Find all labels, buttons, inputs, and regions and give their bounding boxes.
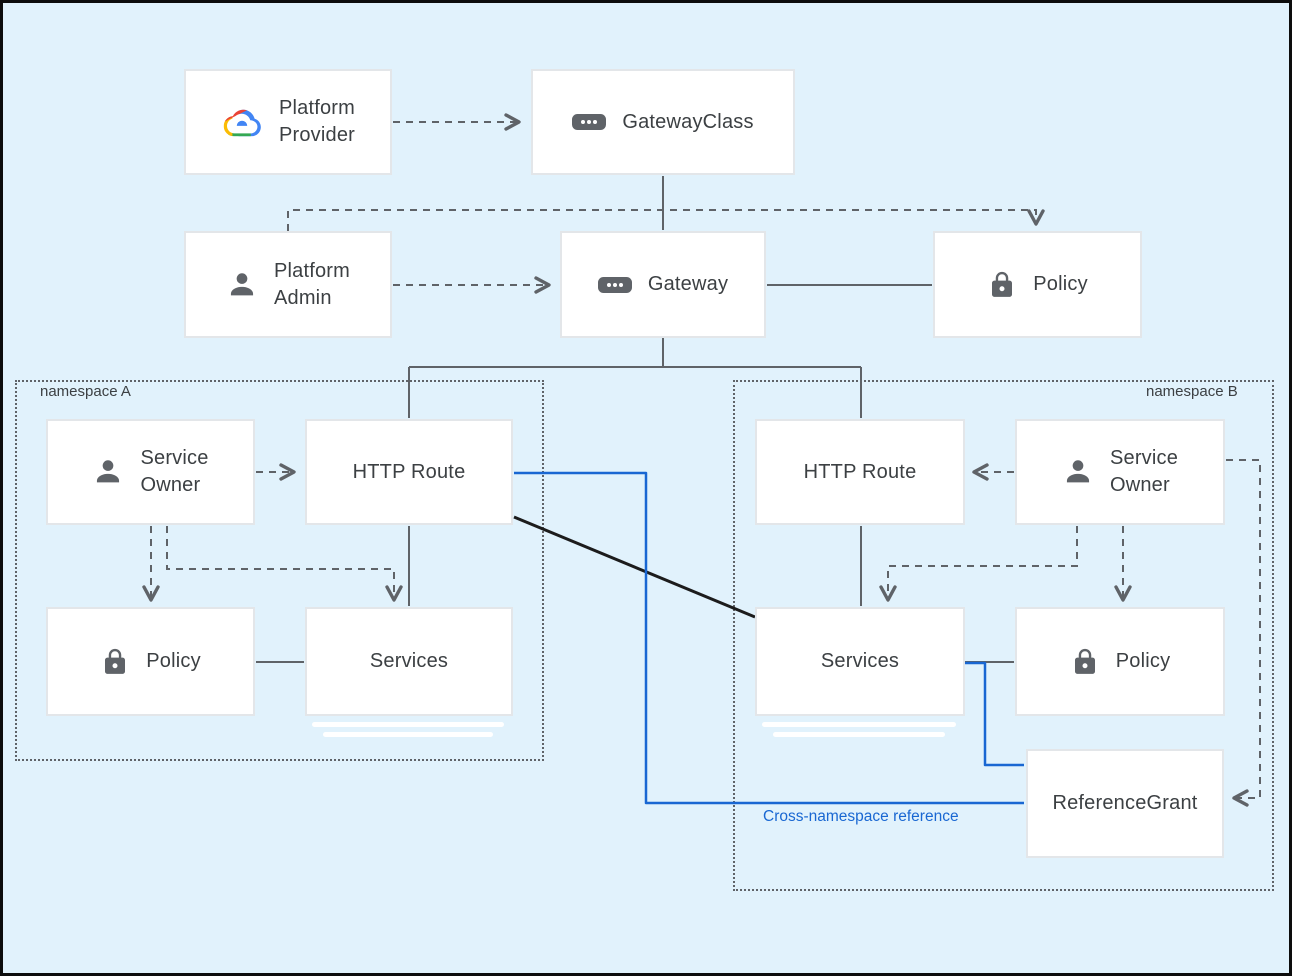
node-gatewayclass: GatewayClass [531, 69, 795, 175]
http-route-b-label: HTTP Route [803, 460, 917, 483]
services-b-stack-line-2 [773, 732, 945, 737]
services-b-stack-line-1 [762, 722, 956, 727]
node-service-owner-a: Service Owner [46, 419, 255, 525]
node-policy-root: Policy [933, 231, 1142, 338]
cross-namespace-reference-label: Cross-namespace reference [763, 808, 959, 825]
edge-owner-b-to-referencegrant [1226, 459, 1261, 807]
reference-grant-label: ReferenceGrant [1052, 792, 1198, 814]
person-icon [230, 272, 254, 295]
services-b-label: Services [820, 650, 900, 672]
service-owner-a-label-line1: Service [140, 447, 209, 469]
policy-root-label: Policy [1033, 273, 1088, 295]
gatewayclass-label: GatewayClass [622, 110, 754, 133]
policy-b-label: Policy [1115, 650, 1171, 672]
node-http-route-b: HTTP Route [755, 419, 965, 525]
platform-admin-label-line1: Platform [273, 259, 351, 282]
platform-provider-label-line1: Platform [278, 97, 356, 119]
node-services-a: Services [305, 607, 513, 716]
edge-admin-to-policy [287, 209, 1045, 231]
node-services-b: Services [755, 607, 965, 716]
http-route-a-label: HTTP Route [352, 460, 466, 483]
person-icon [97, 460, 120, 483]
services-a-label: Services [369, 650, 449, 672]
platform-provider-label-line2: Provider [278, 124, 356, 146]
edge-services-b-to-referencegrant [965, 661, 1024, 767]
resource-icon [572, 114, 607, 130]
lock-icon [1074, 648, 1095, 674]
namespace-b-boundary [733, 380, 1274, 891]
node-platform-admin: Platform Admin [184, 231, 392, 338]
edge-owner-b-to-services-b [879, 526, 1078, 602]
node-reference-grant: ReferenceGrant [1026, 749, 1224, 858]
services-a-stack-line-2 [323, 732, 493, 737]
service-owner-a-label-line2: Owner [140, 474, 201, 496]
edge-httproute-a-to-referencegrant [514, 471, 1024, 805]
namespace-a-label: namespace A [40, 383, 131, 400]
edge-owner-a-to-services-a [166, 526, 403, 602]
person-icon [1066, 460, 1090, 483]
namespace-a-boundary [15, 380, 544, 761]
node-platform-provider: Platform Provider [184, 69, 392, 175]
resource-icon [597, 276, 632, 293]
service-owner-b-label-line1: Service [1109, 447, 1179, 469]
node-gateway: Gateway [560, 231, 766, 338]
gateway-label: Gateway [647, 273, 729, 295]
lock-icon [105, 648, 126, 674]
edge-httproute-a-to-services-b [513, 515, 756, 619]
policy-a-label: Policy [146, 650, 201, 672]
node-service-owner-b: Service Owner [1015, 419, 1225, 525]
node-policy-a: Policy [46, 607, 255, 716]
diagram-edges [142, 113, 1261, 807]
platform-admin-label-line2: Admin [273, 286, 332, 309]
node-http-route-a: HTTP Route [305, 419, 513, 525]
services-a-stack-line-1 [312, 722, 504, 727]
service-owner-b-label-line2: Owner [1109, 474, 1170, 496]
blue-edges [514, 471, 1024, 805]
google-cloud-icon [223, 109, 261, 137]
dashed-gray-edges [142, 113, 1261, 807]
namespace-b-label: namespace B [1146, 383, 1238, 400]
lock-icon [992, 271, 1013, 297]
node-policy-b: Policy [1015, 607, 1225, 716]
solid-gray-edges [256, 176, 1014, 663]
